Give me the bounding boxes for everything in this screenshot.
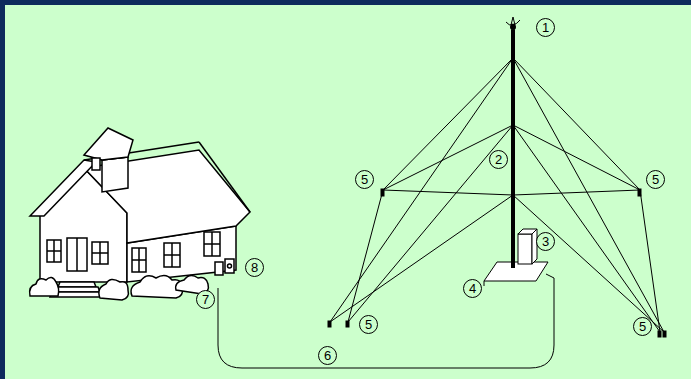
callout-number: 5 bbox=[633, 317, 652, 336]
callout-number: 5 bbox=[646, 170, 665, 189]
cable bbox=[218, 274, 554, 368]
tower-mast bbox=[511, 30, 515, 268]
callout-number: 5 bbox=[359, 315, 378, 334]
anchors bbox=[328, 189, 666, 337]
callout-number: 4 bbox=[463, 279, 482, 298]
callout-number: 5 bbox=[355, 170, 374, 189]
turbine bbox=[506, 17, 520, 30]
callout-number: 7 bbox=[196, 290, 215, 309]
base-plate bbox=[484, 262, 548, 281]
callout-number: 1 bbox=[536, 18, 555, 37]
callout-number: 6 bbox=[318, 346, 337, 365]
callout-number: 8 bbox=[245, 258, 264, 277]
callout-number: 2 bbox=[489, 150, 508, 169]
house bbox=[30, 128, 250, 300]
callout-number: 3 bbox=[536, 232, 555, 251]
ground bbox=[5, 5, 691, 379]
controller-box bbox=[518, 229, 537, 264]
guy-wires bbox=[330, 58, 664, 332]
